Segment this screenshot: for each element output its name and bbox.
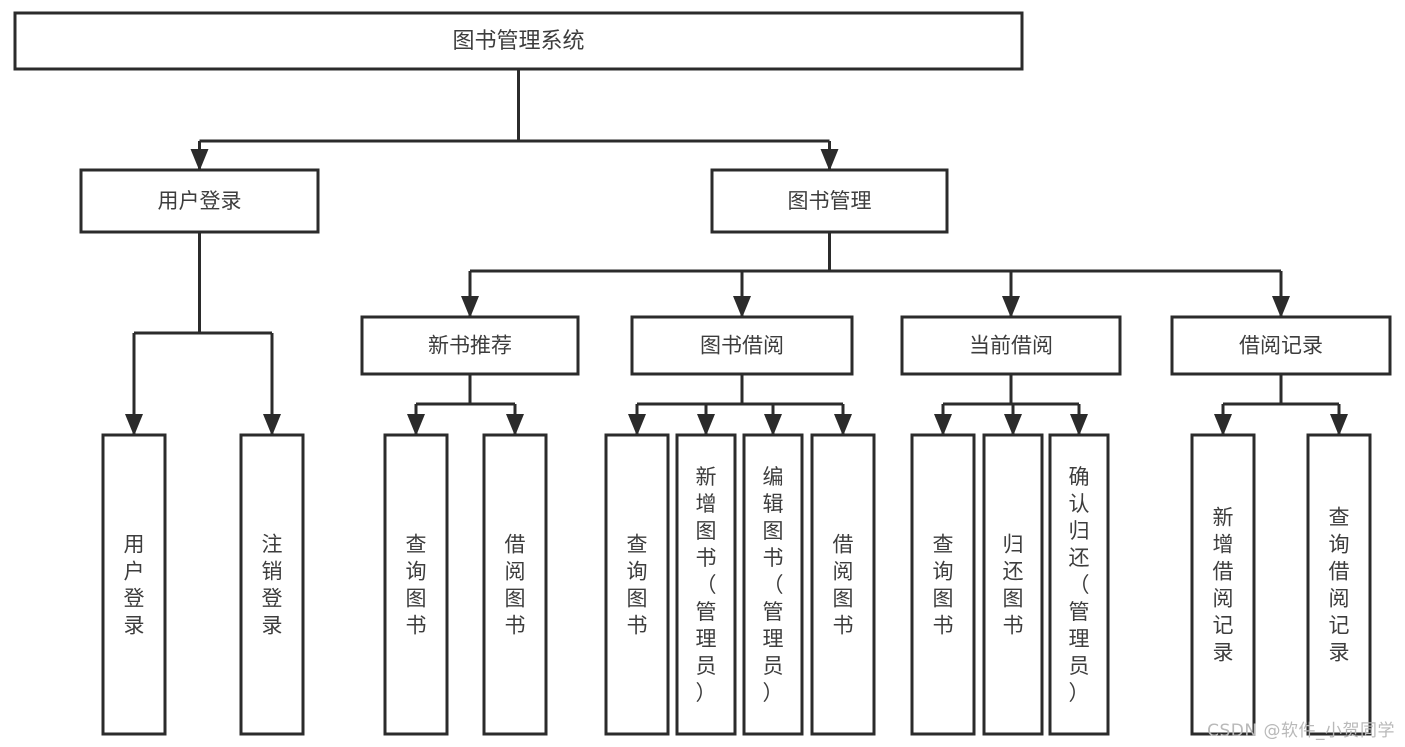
arrow-head (934, 414, 952, 436)
level2-node-box[interactable] (79, 168, 320, 234)
arrow-head (190, 149, 209, 171)
node-leaf-add-book[interactable]: 新增图书（管理员） (675, 433, 737, 736)
leaf-node-box[interactable] (239, 433, 305, 736)
arrow-head (461, 296, 479, 318)
arrow-head (263, 414, 281, 436)
arrow-head (697, 414, 715, 436)
arrow-head (407, 414, 425, 436)
node-leaf-query-book-borrow[interactable]: 查询图书 (604, 433, 670, 736)
leaf-node-box[interactable] (675, 433, 737, 736)
node-label: 借阅记录 (1239, 334, 1323, 358)
node-label: 用户登录 (158, 189, 242, 213)
node-leaf-edit-book[interactable]: 编辑图书（管理员） (742, 433, 804, 736)
leaf-node-label: 注销登录 (262, 533, 283, 638)
leaf-node-label: 编辑图书（管理员） (763, 465, 784, 705)
leaf-node-box[interactable] (1048, 433, 1110, 736)
node-label: 图书管理 (788, 189, 872, 213)
node-user-login[interactable]: 用户登录 (79, 168, 320, 234)
node-label: 当前借阅 (969, 334, 1053, 358)
leaf-node-box[interactable] (383, 433, 449, 736)
node-label: 图书管理系统 (452, 29, 584, 54)
leaf-node-label: 查询借阅记录 (1329, 506, 1350, 665)
node-layer: 图书管理系统用户登录图书管理新书推荐图书借阅当前借阅借阅记录用户登录注销登录查询… (13, 11, 1392, 736)
node-current-borrow[interactable]: 当前借阅 (900, 315, 1122, 376)
arrow-head (1004, 414, 1022, 436)
node-leaf-query-book-rec[interactable]: 查询图书 (383, 433, 449, 736)
leaf-node-label: 借阅图书 (505, 533, 526, 638)
node-leaf-borrow-book[interactable]: 借阅图书 (810, 433, 876, 736)
leaf-node-label: 查询图书 (627, 533, 648, 638)
connector-layer (125, 69, 1348, 436)
node-leaf-user-login[interactable]: 用户登录 (101, 433, 167, 736)
leaf-node-label: 新增借阅记录 (1213, 506, 1234, 665)
leaf-node-label: 新增图书（管理员） (696, 465, 717, 705)
leaf-node-label: 确认归还（管理员） (1069, 465, 1090, 705)
node-new-book-rec[interactable]: 新书推荐 (360, 315, 580, 376)
node-borrow-record[interactable]: 借阅记录 (1170, 315, 1392, 376)
node-book-borrow[interactable]: 图书借阅 (630, 315, 854, 376)
node-leaf-return-book[interactable]: 归还图书 (982, 433, 1044, 736)
leaf-node-label: 用户登录 (124, 533, 145, 638)
leaf-node-box[interactable] (1306, 433, 1372, 736)
level3-node-box[interactable] (1170, 315, 1392, 376)
arrow-head (764, 414, 782, 436)
node-leaf-add-record[interactable]: 新增借阅记录 (1190, 433, 1256, 736)
node-leaf-query-record[interactable]: 查询借阅记录 (1306, 433, 1372, 736)
node-leaf-confirm-return[interactable]: 确认归还（管理员） (1048, 433, 1110, 736)
node-root[interactable]: 图书管理系统 (13, 11, 1024, 71)
node-label: 图书借阅 (700, 334, 784, 358)
leaf-node-label: 借阅图书 (833, 533, 854, 638)
arrow-head (1070, 414, 1088, 436)
leaf-node-box[interactable] (1190, 433, 1256, 736)
arrow-head (834, 414, 852, 436)
level3-node-box[interactable] (630, 315, 854, 376)
arrow-head (820, 149, 839, 171)
node-leaf-borrow-book-rec[interactable]: 借阅图书 (482, 433, 548, 736)
leaf-node-label: 查询图书 (933, 533, 954, 638)
node-book-manage[interactable]: 图书管理 (710, 168, 949, 234)
node-label: 新书推荐 (428, 334, 512, 358)
leaf-node-box[interactable] (482, 433, 548, 736)
arrow-head (733, 296, 751, 318)
leaf-node-box[interactable] (604, 433, 670, 736)
leaf-node-box[interactable] (982, 433, 1044, 736)
node-leaf-query-book-cur[interactable]: 查询图书 (910, 433, 976, 736)
level3-node-box[interactable] (900, 315, 1122, 376)
leaf-node-box[interactable] (910, 433, 976, 736)
arrow-head (125, 414, 143, 436)
node-leaf-logout[interactable]: 注销登录 (239, 433, 305, 736)
arrow-head (1272, 296, 1290, 318)
arrow-head (1214, 414, 1232, 436)
leaf-node-box[interactable] (101, 433, 167, 736)
arrow-head (1330, 414, 1348, 436)
leaf-node-box[interactable] (742, 433, 804, 736)
root-node-box[interactable] (13, 11, 1024, 71)
arrow-head (628, 414, 646, 436)
leaf-node-label: 归还图书 (1003, 533, 1024, 638)
level2-node-box[interactable] (710, 168, 949, 234)
leaf-node-label: 查询图书 (406, 533, 427, 638)
arrow-head (506, 414, 524, 436)
arrow-head (1002, 296, 1020, 318)
level3-node-box[interactable] (360, 315, 580, 376)
leaf-node-box[interactable] (810, 433, 876, 736)
